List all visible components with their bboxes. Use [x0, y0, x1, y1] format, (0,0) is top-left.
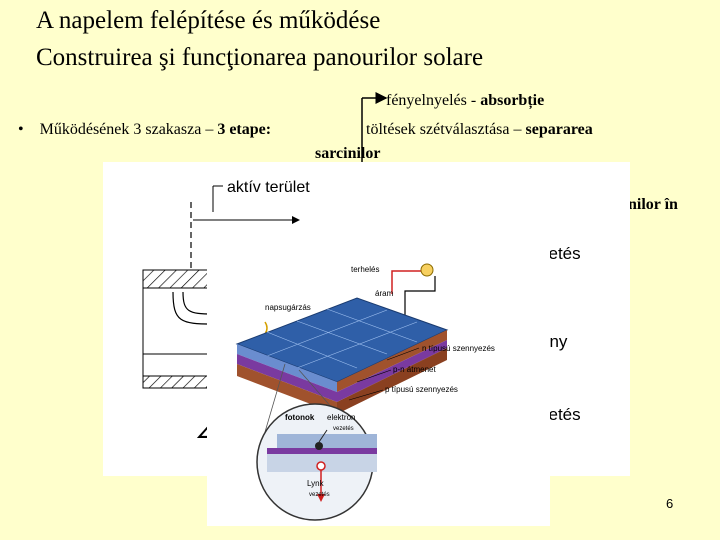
- cut-off-text: nilor în: [628, 196, 678, 213]
- page-number: 6: [666, 496, 674, 511]
- label-right-1: zetés: [540, 244, 581, 263]
- stage-1: fényelnyelés - absorbție: [386, 92, 544, 110]
- photons-label: fotonok: [285, 413, 315, 422]
- stage-2-text: töltések szétválasztása –: [366, 121, 526, 138]
- load-label: terhelés: [351, 265, 379, 274]
- sunlight-label: napsugárzás: [265, 303, 311, 312]
- electron-sub-label: vezetés: [333, 426, 354, 432]
- stage-2-bold: separarea: [525, 121, 593, 138]
- slide-title-romanian: Construirea şi funcţionarea panourilor s…: [36, 44, 484, 71]
- pn-junction-label: p-n átmenet: [393, 365, 436, 374]
- label-right-3: zetés: [540, 405, 581, 424]
- active-area-label: aktív terület: [227, 179, 310, 196]
- bulb-icon: [420, 263, 434, 277]
- hole-dot: [316, 461, 326, 471]
- bullet-bold: 3 etape:: [217, 121, 272, 138]
- bullet-text: Működésének 3 szakasza –: [39, 121, 218, 138]
- current-label: áram: [375, 289, 394, 298]
- hole-sub-label: vezetés: [309, 492, 330, 498]
- slide-title-hungarian: A napelem felépítése és működése: [36, 7, 381, 34]
- stage-2: töltések szétválasztása – separarea: [366, 121, 593, 139]
- electron-dot: [315, 442, 323, 450]
- stage-1-text: fényelnyelés -: [386, 92, 481, 109]
- bullet-marker: •: [18, 121, 24, 138]
- stage-1-bold: absorbție: [480, 92, 545, 109]
- hole-label: Lynk: [307, 479, 325, 488]
- stage-2-continued: sarcinilor: [315, 145, 381, 162]
- bullet-line: • Működésének 3 szakasza – 3 etape:: [18, 121, 271, 139]
- solar-panel-diagram: terhelés áram napsugárzás n típusú szenn…: [207, 236, 550, 526]
- electron-label: elektron: [327, 413, 355, 422]
- p-type-label: p típusú szennyezés: [385, 385, 458, 394]
- n-type-label: n típusú szennyezés: [422, 344, 495, 353]
